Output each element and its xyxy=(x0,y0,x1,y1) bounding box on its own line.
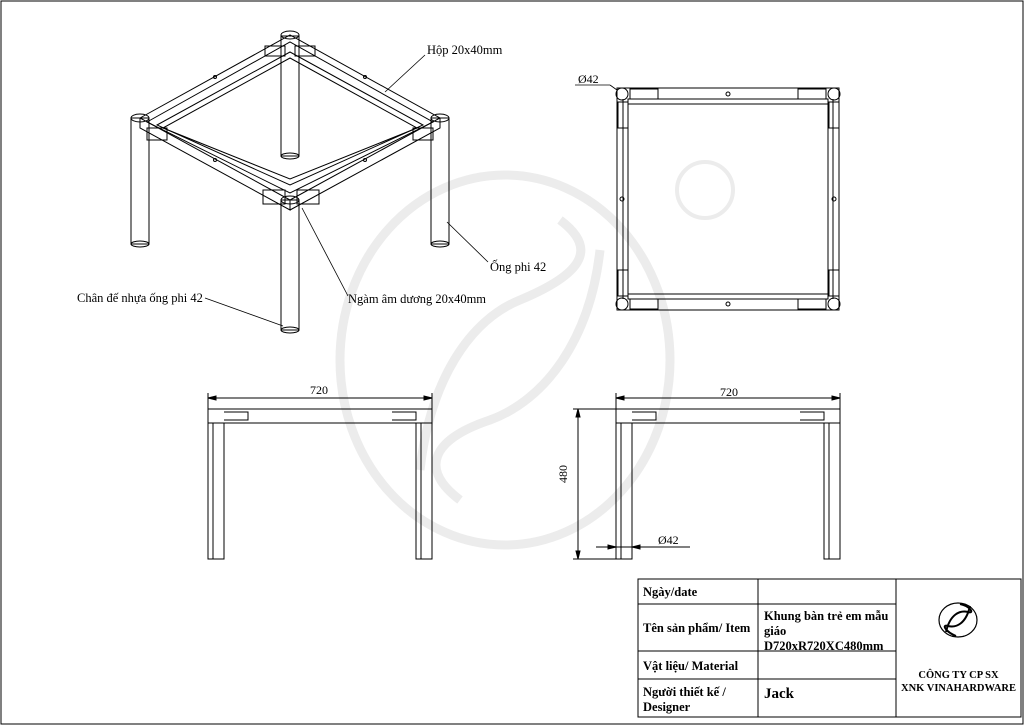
watermark-logo xyxy=(335,160,735,550)
label-tube-phi: Ống phi 42 xyxy=(490,260,547,274)
company-logo xyxy=(938,602,978,638)
tb-company-line2: XNK VINAHARDWARE xyxy=(900,683,1017,694)
top-view xyxy=(615,87,841,311)
tb-material-label: Vật liệu/ Material xyxy=(643,659,739,673)
dim-side-height: 480 xyxy=(556,465,570,483)
isometric-view xyxy=(130,30,450,334)
dim-front-width: 720 xyxy=(310,383,328,397)
dim-side-width: 720 xyxy=(720,385,738,399)
title-block-frame xyxy=(637,578,1022,718)
tb-designer-value: Jack xyxy=(764,686,794,702)
top-view-phi-leader xyxy=(575,84,618,91)
tb-item-label: Tên sản phẩm/ Item xyxy=(643,621,751,635)
tb-date-label: Ngày/date xyxy=(643,585,698,599)
tb-item-value: Khung bàn trẻ em mẫu giáo D720xR720XC480… xyxy=(764,609,889,653)
label-box-section: Hộp 20x40mm xyxy=(427,43,503,57)
label-joint: Ngàm âm dương 20x40mm xyxy=(348,292,487,306)
side-view xyxy=(573,393,841,560)
tb-designer-label: Người thiết kế / Designer xyxy=(643,685,726,714)
tb-company-line1: CÔNG TY CP SX xyxy=(918,670,999,681)
leader-lines-iso xyxy=(204,54,489,327)
front-view xyxy=(207,393,433,560)
dim-side-phi: Ø42 xyxy=(658,533,679,547)
dim-top-phi: Ø42 xyxy=(578,72,599,86)
label-plastic-foot: Chân đế nhựa ống phi 42 xyxy=(77,291,203,305)
